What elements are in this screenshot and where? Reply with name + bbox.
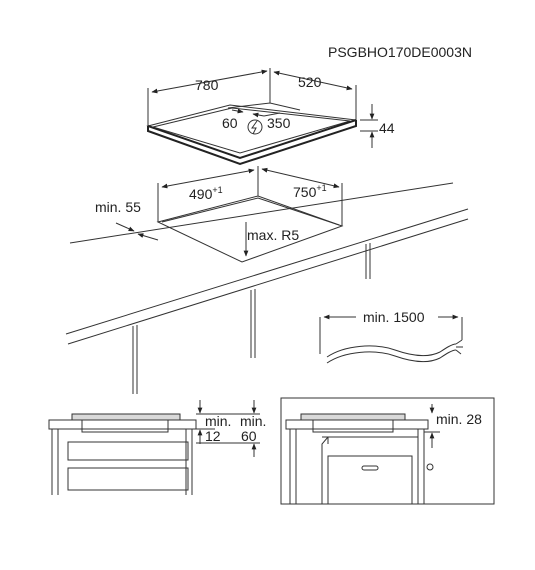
cable-left-label: 60	[222, 115, 238, 131]
cutout-width-dimension: 490+1	[157, 166, 259, 222]
cutout-depth-dimension: 750+1	[261, 167, 343, 226]
front-clearance-label: min. 55	[95, 199, 141, 215]
front-clearance-dimension: min. 55	[95, 199, 159, 241]
worktop	[65, 182, 469, 394]
cable-right-label: 350	[267, 115, 291, 131]
left-min-value: 12	[205, 428, 221, 444]
hob-height-label: 44	[379, 120, 395, 136]
side-view-left: min. 12 min. 60	[48, 400, 266, 495]
hob-width-dimension: 780	[147, 68, 271, 126]
left-min2-value: 60	[241, 428, 257, 444]
cutout-width-label: 490+1	[189, 185, 223, 202]
power-cable: min. 1500	[319, 309, 463, 364]
corner-radius-label: max. R5	[247, 227, 299, 243]
hob-depth-label: 520	[298, 74, 322, 90]
corner-radius-callout: max. R5	[243, 222, 299, 257]
cutout-depth-label: 750+1	[293, 183, 327, 200]
cable-length-label: min. 1500	[363, 309, 425, 325]
lightning-bolt-icon	[251, 120, 258, 135]
right-min-label: min. 28	[436, 411, 482, 427]
hob-height-dimension: 44	[360, 104, 395, 148]
hob-width-label: 780	[195, 77, 219, 93]
left-min-label: min.	[205, 413, 231, 429]
lightning-in-circle-icon	[247, 119, 263, 135]
document-code: PSGBHO170DE0003N	[328, 44, 472, 60]
hob-depth-dimension: 520	[273, 70, 357, 120]
left-min2-label: min.	[240, 413, 266, 429]
cable-position-dimension: 60 350	[222, 108, 291, 135]
side-view-right: min. 28	[280, 397, 495, 505]
